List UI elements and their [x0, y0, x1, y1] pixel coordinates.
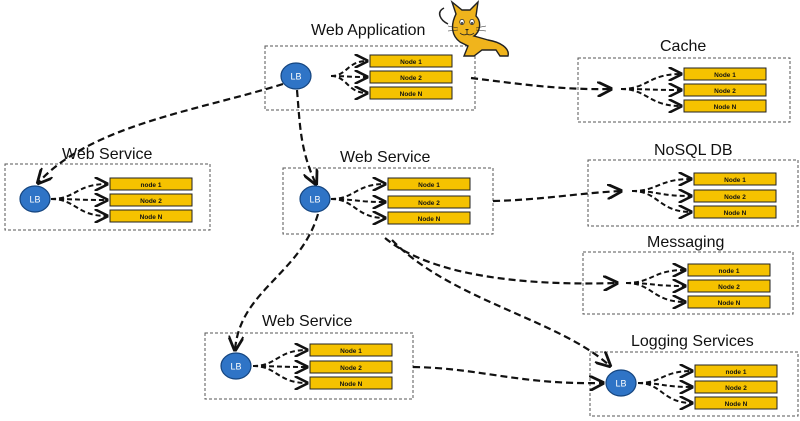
cluster-title-nosql-db: NoSQL DB: [654, 142, 733, 159]
lb-label: LB: [290, 72, 301, 82]
node-label: node 1: [719, 268, 740, 275]
cluster-title-logging-services: Logging Services: [631, 333, 754, 350]
node-web-application-2: Node 2: [369, 70, 453, 84]
cluster-box-web-service-left: [4, 163, 211, 231]
node-label: Node 2: [725, 385, 747, 392]
connector-web-service-center-to-nosql-db: [492, 191, 621, 203]
node-label: Node 2: [714, 88, 736, 95]
cluster-box-nosql-db: [587, 159, 799, 227]
node-web-service-bottom-2: Node 2: [309, 360, 393, 374]
node-label: Node 2: [140, 198, 162, 205]
node-label: Node 2: [718, 284, 740, 291]
node-label: Node 2: [400, 75, 422, 82]
cluster-box-web-service-bottom: [204, 332, 414, 400]
fan-arrows-messaging: [625, 270, 685, 302]
node-label: Node N: [724, 210, 747, 217]
connector-web-application-to-cache: [470, 76, 611, 89]
node-web-service-left-1: node 1: [109, 177, 193, 191]
fan-arrows-web-service-bottom: [252, 350, 307, 383]
node-cache-2: Node 2: [683, 83, 767, 97]
node-messaging-1: node 1: [687, 263, 771, 277]
node-label: Node N: [140, 214, 163, 221]
connector-web-service-bottom-to-logging-services: [412, 365, 603, 383]
fan-arrows-web-service-center: [330, 184, 385, 218]
lb-label: LB: [230, 362, 241, 372]
cluster-box-messaging: [582, 251, 794, 315]
cluster-title-messaging: Messaging: [647, 234, 725, 251]
node-web-service-left-2: Node 2: [109, 193, 193, 207]
load-balancer-web-application: LB: [280, 62, 312, 90]
node-messaging-2: Node 2: [687, 279, 771, 293]
node-logging-services-1: node 1: [694, 364, 778, 378]
cluster-title-web-service-center: Web Service: [340, 149, 431, 166]
node-logging-services-2: Node 2: [694, 380, 778, 394]
node-label: Node 2: [340, 365, 362, 372]
connector-web-application-to-web-service-left: [38, 82, 284, 183]
fan-arrows-nosql-db: [631, 179, 691, 212]
node-label: Node 1: [714, 72, 736, 79]
node-web-application-3: Node N: [369, 86, 453, 100]
connector-web-service-center-to-logging-services: [391, 239, 610, 366]
node-label: Node N: [418, 216, 441, 223]
load-balancer-web-service-left: LB: [19, 185, 51, 213]
cluster-title-cache: Cache: [660, 38, 707, 55]
node-label: Node N: [718, 300, 741, 307]
node-label: Node N: [725, 401, 748, 408]
node-web-application-1: Node 1: [369, 54, 453, 68]
node-label: Node 1: [340, 348, 362, 355]
fan-arrows-cache: [620, 74, 681, 106]
lb-label: LB: [615, 379, 626, 389]
fan-arrows-web-service-left: [50, 184, 107, 216]
node-nosql-db-1: Node 1: [693, 172, 777, 186]
cluster-title-web-service-left: Web Service: [62, 146, 153, 163]
node-label: Node N: [400, 91, 423, 98]
lb-label: LB: [309, 195, 320, 205]
connector-web-service-center-to-web-service-bottom: [235, 213, 320, 350]
node-label: Node 1: [724, 177, 746, 184]
node-label: Node N: [714, 104, 737, 111]
node-label: Node 2: [724, 194, 746, 201]
connector-web-service-center-to-messaging: [384, 237, 617, 283]
cluster-title-web-service-bottom: Web Service: [262, 313, 353, 330]
node-cache-1: Node 1: [683, 67, 767, 81]
node-web-service-bottom-1: Node 1: [309, 343, 393, 357]
node-web-service-left-3: Node N: [109, 209, 193, 223]
node-label: Node 1: [418, 182, 440, 189]
node-logging-services-3: Node N: [694, 396, 778, 410]
lb-label: LB: [29, 195, 40, 205]
node-label: Node N: [340, 381, 363, 388]
node-label: Node 2: [418, 200, 440, 207]
node-label: Node 1: [400, 59, 422, 66]
node-messaging-3: Node N: [687, 295, 771, 309]
node-nosql-db-3: Node N: [693, 205, 777, 219]
node-cache-3: Node N: [683, 99, 767, 113]
node-nosql-db-2: Node 2: [693, 189, 777, 203]
fan-arrows-web-application: [330, 61, 367, 93]
node-label: node 1: [726, 369, 747, 376]
node-web-service-center-2: Node 2: [387, 195, 471, 209]
load-balancer-logging-services: LB: [605, 369, 637, 397]
load-balancer-web-service-bottom: LB: [220, 352, 252, 380]
node-web-service-center-3: Node N: [387, 211, 471, 225]
cluster-title-web-application: Web Application: [311, 22, 426, 39]
node-web-service-bottom-3: Node N: [309, 376, 393, 390]
cluster-box-cache: [577, 57, 791, 123]
load-balancer-web-service-center: LB: [299, 185, 331, 213]
node-label: node 1: [141, 182, 162, 189]
connector-web-application-to-web-service-center: [295, 89, 316, 184]
node-web-service-center-1: Node 1: [387, 177, 471, 191]
tomcat-icon: [438, 0, 509, 57]
fan-arrows-logging-services: [637, 371, 692, 403]
